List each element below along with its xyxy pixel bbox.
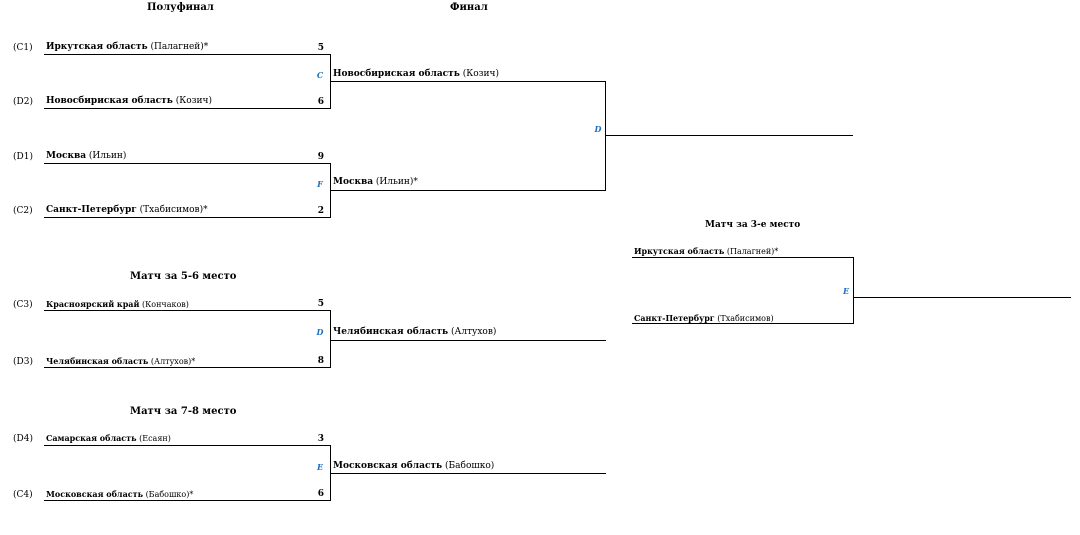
coach-name: (Козич) bbox=[175, 96, 212, 106]
coach-name: (Тхабисимов)* bbox=[139, 205, 208, 215]
team-name: Санкт-Петербург bbox=[46, 205, 137, 215]
header-final: Финал bbox=[450, 2, 488, 13]
team-slot: Санкт-Петербург (Тхабисимов)* bbox=[46, 205, 208, 215]
bracket-line bbox=[330, 340, 606, 341]
match-label: D bbox=[594, 124, 602, 134]
bracket-line bbox=[44, 500, 331, 501]
match-label: D bbox=[316, 327, 324, 337]
seed-label: (D1) bbox=[13, 152, 33, 162]
bracket-line bbox=[330, 473, 606, 474]
bracket-line bbox=[44, 445, 331, 446]
team-slot: Красноярский край (Кончаков) bbox=[46, 299, 189, 310]
coach-name: (Алтухов) bbox=[451, 327, 497, 337]
header-semifinal: Полуфинал bbox=[147, 2, 214, 13]
team-name: Челябинская область bbox=[333, 327, 449, 337]
team-slot: Новосбириская область (Козич) bbox=[333, 69, 499, 79]
match-label: F bbox=[317, 179, 323, 189]
team-name: Москва bbox=[46, 151, 87, 161]
bracket-line bbox=[853, 257, 854, 323]
bracket-line bbox=[632, 323, 854, 324]
team-name: Красноярский край bbox=[46, 299, 140, 309]
bracket-line bbox=[632, 257, 854, 258]
bracket-line bbox=[330, 81, 606, 82]
team-name: Московская область bbox=[333, 461, 443, 471]
score: 2 bbox=[317, 206, 324, 216]
header-third-place: Матч за 3-е место bbox=[705, 220, 801, 230]
seed-label: (C3) bbox=[13, 300, 33, 310]
team-slot: Московская область (Бабошко) bbox=[333, 461, 494, 471]
bracket-line bbox=[44, 108, 331, 109]
team-name: Санкт-Петербург bbox=[634, 313, 715, 323]
match-label: E bbox=[842, 286, 850, 296]
bracket-line bbox=[44, 367, 331, 368]
coach-name: (Ильин) bbox=[88, 151, 127, 161]
team-name: Новосбириская область bbox=[333, 69, 460, 79]
header-seventh-eighth: Матч за 7-8 место bbox=[130, 406, 237, 417]
bracket-line bbox=[44, 54, 331, 55]
team-slot: Челябинская область (Алтухов)* bbox=[46, 356, 195, 367]
coach-name: (Кончаков) bbox=[141, 300, 189, 309]
team-slot: Самарская область (Есаян) bbox=[46, 433, 171, 444]
seed-label: (D4) bbox=[13, 434, 33, 444]
team-slot: Челябинская область (Алтухов) bbox=[333, 327, 496, 337]
seed-label: (C2) bbox=[13, 206, 33, 216]
coach-name: (Ильин)* bbox=[375, 177, 418, 187]
bracket-line bbox=[44, 217, 331, 218]
match-label: E bbox=[316, 462, 324, 472]
bracket-line bbox=[44, 310, 331, 311]
team-slot: Иркутская область (Палагней)* bbox=[634, 246, 778, 257]
coach-name: (Есаян) bbox=[139, 434, 171, 443]
team-slot: Санкт-Петербург (Тхабисимов) bbox=[634, 313, 774, 324]
coach-name: (Козич) bbox=[462, 69, 499, 79]
team-name: Московская область bbox=[46, 489, 144, 499]
match-label: C bbox=[316, 70, 324, 80]
header-fifth-sixth: Матч за 5-6 место bbox=[130, 271, 237, 282]
champion-line bbox=[605, 135, 853, 136]
team-slot: Иркутская область (Палагней)* bbox=[46, 42, 208, 52]
coach-name: (Бабошко) bbox=[445, 461, 495, 471]
score: 5 bbox=[317, 299, 324, 309]
team-name: Иркутская область bbox=[46, 42, 148, 52]
coach-name: (Алтухов)* bbox=[150, 357, 196, 366]
bracket-line bbox=[44, 163, 331, 164]
team-name: Иркутская область bbox=[634, 246, 725, 256]
team-slot: Москва (Ильин)* bbox=[333, 177, 418, 187]
bracket-line bbox=[330, 310, 331, 367]
team-name: Челябинская область bbox=[46, 356, 149, 366]
coach-name: (Бабошко)* bbox=[145, 490, 194, 499]
seed-label: (C1) bbox=[13, 43, 33, 53]
seed-label: (D2) bbox=[13, 97, 33, 107]
team-slot: Московская область (Бабошко)* bbox=[46, 489, 193, 500]
team-name: Самарская область bbox=[46, 433, 137, 443]
bracket-line bbox=[330, 445, 331, 500]
score: 8 bbox=[317, 356, 324, 366]
coach-name: (Тхабисимов) bbox=[717, 314, 774, 323]
score: 6 bbox=[317, 97, 324, 107]
team-slot: Новосбириская область (Козич) bbox=[46, 96, 212, 106]
seed-label: (C4) bbox=[13, 490, 33, 500]
team-name: Москва bbox=[333, 177, 374, 187]
coach-name: (Палагней)* bbox=[150, 42, 209, 52]
team-name: Новосбириская область bbox=[46, 96, 173, 106]
score: 6 bbox=[317, 489, 324, 499]
score: 9 bbox=[317, 152, 324, 162]
score: 5 bbox=[317, 43, 324, 53]
seed-label: (D3) bbox=[13, 357, 33, 367]
team-slot: Москва (Ильин) bbox=[46, 151, 126, 161]
coach-name: (Палагней)* bbox=[726, 247, 779, 256]
third-place-winner-line bbox=[853, 297, 1071, 298]
bracket-line bbox=[330, 190, 606, 191]
score: 3 bbox=[317, 434, 324, 444]
